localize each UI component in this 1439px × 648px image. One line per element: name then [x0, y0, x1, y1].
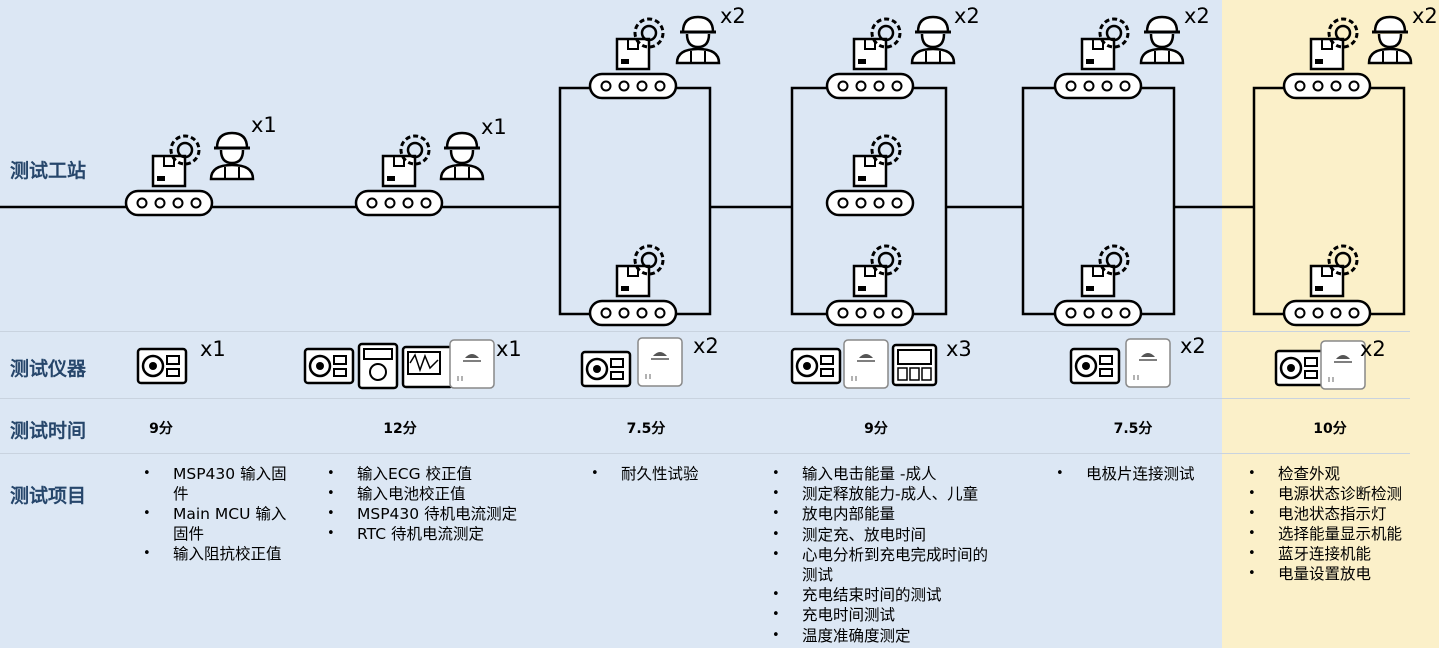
- list-item: Main MCU 输入固件: [143, 504, 288, 544]
- test-time-1: 9分: [149, 421, 173, 437]
- instrument-count-3: x2: [693, 334, 719, 358]
- parallel-bracket: [558, 86, 1406, 316]
- list-item: 温度准确度测定: [772, 626, 1002, 646]
- list-item: 电极片连接测试: [1056, 464, 1246, 484]
- list-item: 测定充、放电时间: [772, 525, 1002, 545]
- test-items-6: 检查外观 电源状态诊断检测 电池状态指示灯 选择能量显示机能 蓝牙连接机能 电量…: [1248, 464, 1439, 584]
- test-time-3: 7.5分: [626, 421, 666, 437]
- test-time-2: 12分: [383, 421, 417, 437]
- worker-count-2: x1: [481, 115, 507, 139]
- row-label-items: 测试项目: [10, 485, 87, 507]
- worker-count-3: x2: [720, 4, 746, 28]
- worker-count-6: x2: [1412, 4, 1438, 28]
- test-items-3: 耐久性试验: [591, 464, 771, 484]
- row-separator: [0, 331, 1410, 332]
- station-6: [1282, 15, 1413, 327]
- worker-count-4: x2: [954, 4, 980, 28]
- instrument-count-1: x1: [200, 337, 226, 361]
- instrument-count-4: x3: [946, 337, 972, 361]
- list-item: 耐久性试验: [591, 464, 771, 484]
- list-item: 测定释放能力-成人、儿童: [772, 484, 1002, 504]
- test-items-4: 输入电击能量 -成人 测定释放能力-成人、儿童 放电内部能量 测定充、放电时间 …: [772, 464, 1002, 646]
- instruments-2: [303, 339, 495, 390]
- list-item: 蓝牙连接机能: [1248, 544, 1439, 564]
- worker-count-1: x1: [251, 113, 277, 137]
- list-item: 电池状态指示灯: [1248, 504, 1439, 524]
- list-item: 输入阻抗校正值: [143, 544, 288, 564]
- list-item: 电源状态诊断检测: [1248, 484, 1439, 504]
- test-items-5: 电极片连接测试: [1056, 464, 1246, 484]
- worker-count-5: x2: [1184, 4, 1210, 28]
- test-time-4: 9分: [864, 421, 888, 437]
- test-items-2: 输入ECG 校正值 输入电池校正值 MSP430 待机电流测定 RTC 待机电流…: [327, 464, 577, 544]
- station-1: [124, 131, 255, 217]
- test-items-1: MSP430 输入固件 Main MCU 输入固件 输入阻抗校正值: [143, 464, 288, 564]
- list-item: 电量设置放电: [1248, 564, 1439, 584]
- row-label-time: 测试时间: [10, 420, 87, 442]
- station-2: [354, 131, 485, 217]
- list-item: RTC 待机电流测定: [327, 524, 577, 544]
- instrument-count-6: x2: [1360, 337, 1386, 361]
- list-item: 心电分析到充电完成时间的测试: [772, 545, 1002, 585]
- list-item: MSP430 输入固件: [143, 464, 288, 504]
- instruments-1: [136, 347, 188, 385]
- oscilloscope-icon: [401, 345, 455, 389]
- list-item: 输入电击能量 -成人: [772, 464, 1002, 484]
- station-4: [825, 15, 956, 327]
- test-time-5: 7.5分: [1113, 421, 1153, 437]
- list-item: 输入电池校正值: [327, 484, 577, 504]
- station-5: [1053, 15, 1185, 327]
- row-label-instruments: 测试仪器: [10, 358, 87, 380]
- list-item: 放电内部能量: [772, 504, 1002, 524]
- list-item: MSP430 待机电流测定: [327, 504, 577, 524]
- list-item: 充电结束时间的测试: [772, 585, 1002, 605]
- station-3: [588, 15, 721, 327]
- list-item: 充电时间测试: [772, 605, 1002, 625]
- list-item: 输入ECG 校正值: [327, 464, 577, 484]
- display-meter-icon: [891, 343, 938, 387]
- list-item: 检查外观: [1248, 464, 1439, 484]
- instrument-count-2: x1: [496, 337, 522, 361]
- row-separator: [0, 398, 1410, 399]
- instrument-count-5: x2: [1180, 334, 1206, 358]
- instruments-5: [1069, 338, 1171, 388]
- row-label-stations: 测试工站: [10, 160, 87, 182]
- row-separator: [0, 453, 1410, 454]
- instruments-6: [1274, 340, 1366, 390]
- instruments-4: [790, 339, 938, 389]
- multimeter-icon: [357, 342, 399, 390]
- test-time-6: 10分: [1313, 421, 1347, 437]
- instruments-3: [580, 337, 683, 388]
- list-item: 选择能量显示机能: [1248, 524, 1439, 544]
